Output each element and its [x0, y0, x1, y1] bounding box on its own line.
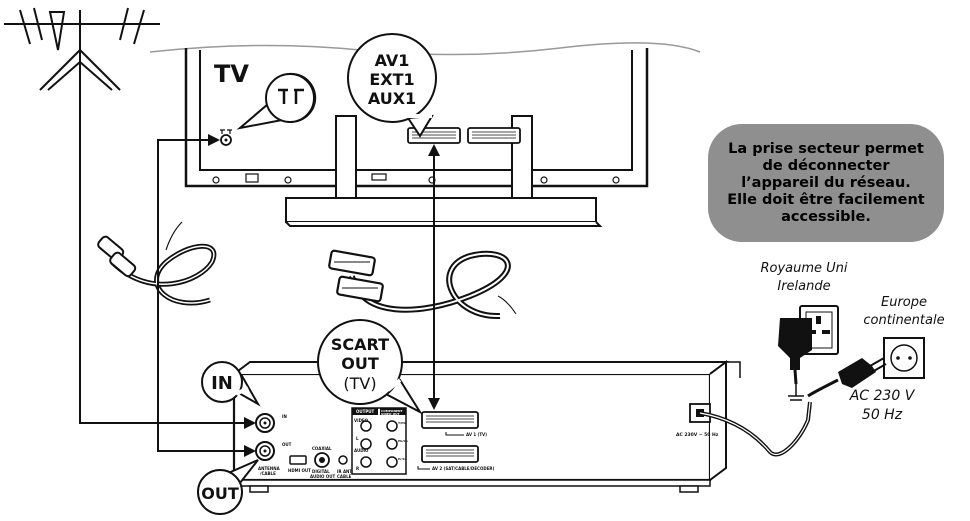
voltage-label-1: AC 230 V [849, 388, 916, 404]
europe-label-1: Europe [881, 295, 927, 310]
panel-antenna-text-2: /CABLE [260, 471, 276, 476]
panel-antenna-text-1: ANTENNA [258, 466, 281, 471]
tv-rivets [212, 173, 620, 184]
tv-scart-label-1: AV1 [375, 51, 410, 70]
out-callout: OUT [197, 459, 259, 515]
panel-av2-text: AV 2 (SAT/CABLE/DECODER) [432, 466, 495, 471]
rooftop-antenna [4, 7, 160, 330]
ir-port [338, 455, 348, 465]
panel-video-text: VIDEO [354, 418, 369, 423]
panel-digital-text-1: DIGITAL [312, 469, 330, 474]
tv-scart-label-3: AUX1 [368, 89, 416, 108]
panel-prcr-text: Pr/Cr [398, 457, 407, 461]
recorder-scart-label-2: OUT [341, 354, 379, 373]
recorder-antenna-out-socket [255, 441, 275, 461]
antenna-cable-coil [97, 221, 217, 306]
uk-plug [778, 318, 812, 358]
antenna-symbol-icon [278, 88, 304, 104]
tv-scart-sockets [407, 127, 521, 144]
arrowheads [208, 134, 440, 457]
panel-r-text: R [356, 466, 359, 471]
recorder-scart-label-3: (TV) [343, 374, 376, 393]
recorder-antenna-in-socket [255, 413, 275, 433]
panel-component-text-1: COMPONENT [381, 409, 404, 413]
antenna-symbol-callout [236, 72, 317, 130]
panel-l-text: L [356, 436, 359, 441]
panel-in-text: IN [282, 414, 287, 419]
panel-digital-text-2: AUDIO OUT [310, 474, 335, 479]
in-callout: IN [201, 361, 261, 407]
panel-out-text: OUT [282, 442, 292, 447]
panel-pbcb-text: Pb/Cb [398, 439, 409, 443]
panel-output-text: OUTPUT [356, 409, 375, 414]
tv-top-edge [149, 42, 701, 56]
dvd-recorder: IN OUT ANTENNA /CABLE HDMI OUT COAXIAL D… [219, 360, 921, 493]
tv-inner-frame [199, 50, 633, 171]
tv-scart-label-2: EXT1 [369, 70, 414, 89]
av-output-block: OUTPUT COMPONENT VIDEO OUT VIDEO L AUDIO… [351, 407, 409, 475]
recorder-scart-callout: SCART OUT (TV) [317, 319, 423, 415]
tv-scart-callout: AV1 EXT1 AUX1 [347, 33, 437, 138]
connection-lines [79, 139, 435, 452]
panel-coaxial-text: COAXIAL [312, 446, 332, 451]
mains-safety-note: La prise secteur permet de déconnecter l… [708, 124, 944, 242]
tv-stand [285, 115, 603, 227]
scart-plug [328, 249, 384, 303]
cord-split [788, 382, 804, 401]
panel-ac-text: AC 230V ~ 50 Hz [676, 432, 719, 438]
voltage-label-2: 50 Hz [862, 407, 903, 423]
uk-label-2: Irelande [777, 279, 830, 294]
mains-safety-note-text: La prise secteur permet de déconnecter l… [727, 140, 925, 225]
recorder-scart-label-1: SCART [331, 335, 389, 354]
tv-set: TV [149, 42, 701, 227]
panel-audio-text: AUDIO [354, 448, 369, 453]
panel-ypb-text: Y/Pb [397, 421, 406, 425]
panel-ir-text-2: CABLE [337, 474, 352, 479]
scart-cable-coil [328, 249, 517, 320]
europe-label-2: continentale [863, 313, 944, 328]
hdmi-port [289, 455, 307, 465]
tv-outer-frame [184, 48, 649, 188]
tv-antenna-socket [220, 129, 232, 146]
recorder-scart-sockets [417, 411, 479, 470]
panel-ir-text-1: IR ANT [337, 469, 352, 474]
uk-plug-socket [778, 305, 839, 385]
europe-plug [838, 358, 876, 388]
panel-hdmi-text: HDMI OUT [288, 468, 311, 473]
tv-label: TV [214, 60, 249, 88]
panel-av1-text: AV 1 (TV) [466, 432, 487, 437]
uk-label-1: Royaume Uni [760, 261, 847, 276]
panel-component-text-2: VIDEO OUT [381, 412, 401, 416]
in-label: IN [211, 373, 233, 394]
out-label: OUT [201, 484, 239, 503]
europe-plug-socket [807, 337, 925, 398]
